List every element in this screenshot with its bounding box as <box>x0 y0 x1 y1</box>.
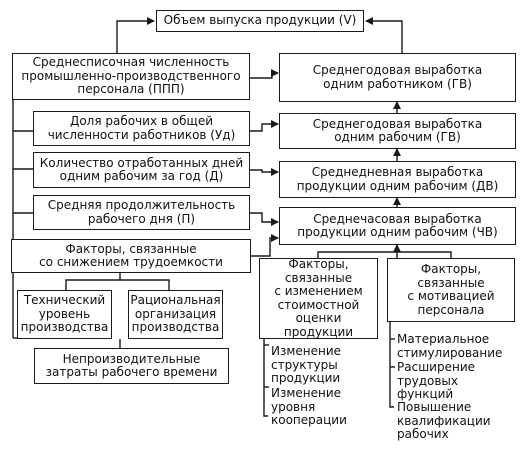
headcount-label: Среднесписочная численность промышленно-… <box>21 55 241 97</box>
workers-share-box: Доля рабочих в общей численности работни… <box>33 111 250 146</box>
annual-output-worker-box: Среднегодовая выработка одним рабочим (Г… <box>279 113 516 149</box>
daily-output-label: Среднедневная выработка продукции одним … <box>296 165 499 193</box>
hourly-output-box: Среднечасовая выработка продукции одним … <box>279 207 516 245</box>
hourly-output-label: Среднечасовая выработка продукции одним … <box>297 211 498 239</box>
labor-intensity-factors-box: Факторы, связанные со снижением трудоемк… <box>11 239 251 273</box>
daily-output-box: Среднедневная выработка продукции одним … <box>279 161 516 198</box>
output-volume-label: Объем выпуска продукции (V) <box>163 13 357 28</box>
workday-length-label: Средняя продолжительность рабочего дня (… <box>47 198 236 226</box>
nonproductive-time-box: Непроизводительные затраты рабочего врем… <box>34 348 229 384</box>
tech-level-label: Технический уровень производства <box>20 293 109 335</box>
cost-valuation-factors-label: Факторы, связанные с изменением стоимост… <box>274 257 363 339</box>
annual-output-worker-label: Среднегодовая выработка одним рабочим (Г… <box>312 116 483 144</box>
tech-level-box: Технический уровень производства <box>17 290 112 339</box>
cost-item-cooperation: Изменение уровня кооперации <box>271 386 347 427</box>
workday-length-box: Средняя продолжительность рабочего дня (… <box>33 195 250 230</box>
rational-organization-box: Рациональная организация производства <box>128 290 223 339</box>
rational-organization-label: Рациональная организация производства <box>130 293 221 335</box>
cost-valuation-factors-box: Факторы, связанные с изменением стоимост… <box>259 257 378 339</box>
motivation-factors-label: Факторы, связанные с мотивацией персонал… <box>407 262 495 317</box>
nonproductive-time-label: Непроизводительные затраты рабочего врем… <box>45 351 218 379</box>
motiv-item-material: Материальное стимулирование <box>397 332 503 360</box>
headcount-box: Среднесписочная численность промышленно-… <box>12 53 250 100</box>
labor-intensity-factors-label: Факторы, связанные со снижением трудоемк… <box>39 241 223 269</box>
days-worked-label: Количество отработанных дней одним рабоч… <box>39 155 244 183</box>
output-volume-box: Объем выпуска продукции (V) <box>156 10 364 32</box>
motiv-item-qualification: Повышение квалификации рабочих <box>397 400 491 441</box>
annual-output-employee-label: Среднегодовая выработка одним работником… <box>312 63 483 91</box>
motivation-factors-box: Факторы, связанные с мотивацией персонал… <box>387 258 515 322</box>
cost-item-structure: Изменение структуры продукции <box>271 344 342 385</box>
motiv-item-functions: Расширение трудовых функций <box>397 360 475 401</box>
days-worked-box: Количество отработанных дней одним рабоч… <box>33 152 250 188</box>
workers-share-label: Доля рабочих в общей численности работни… <box>47 114 236 142</box>
annual-output-employee-box: Среднегодовая выработка одним работником… <box>279 53 516 102</box>
